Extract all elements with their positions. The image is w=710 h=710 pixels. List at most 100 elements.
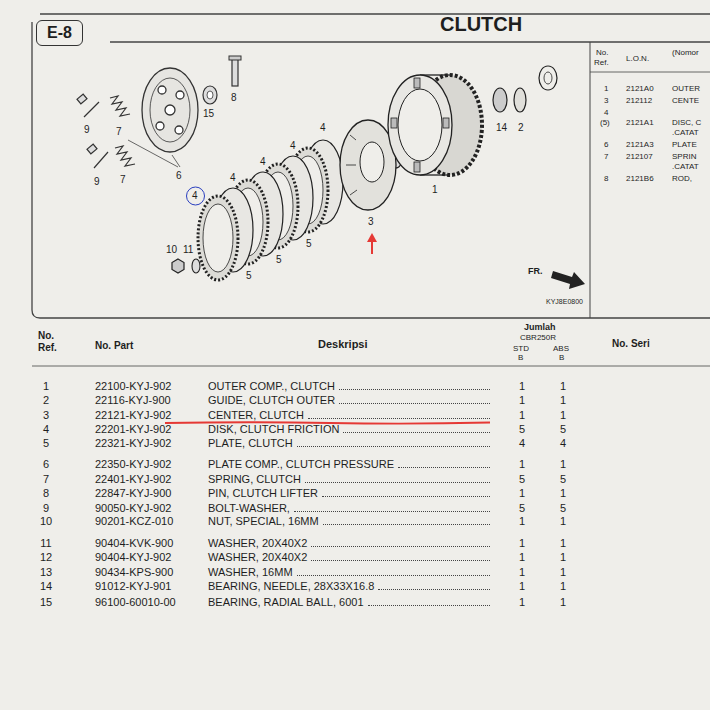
description-cell: WASHER, 20X40X2 (208, 551, 490, 563)
quantity: 5 (553, 423, 573, 435)
quantity: 1 (512, 551, 532, 563)
clutch-plates (198, 140, 343, 280)
part-description: PLATE COMP., CLUTCH PRESSURE (208, 458, 394, 470)
ref-number: 13 (36, 566, 56, 578)
callout-number: 4 (320, 122, 326, 134)
panel-divider (590, 42, 591, 318)
quantity: 1 (553, 394, 573, 406)
part-number: 90434-KPS-900 (95, 566, 173, 578)
panel-cell: 2121A0 (626, 84, 654, 94)
part-number: 22321-KYJ-902 (95, 437, 171, 449)
table-header-line (32, 366, 710, 367)
dot-leader (322, 496, 490, 497)
description-cell: OUTER COMP., CLUTCH (208, 380, 490, 392)
description-cell: BOLT-WASHER, (208, 502, 490, 514)
quantity: 1 (512, 537, 532, 549)
table-header: No. Seri (612, 338, 650, 350)
front-mark: FR. (528, 266, 543, 277)
quantity: 1 (553, 458, 573, 470)
dot-leader (297, 446, 490, 447)
panel-cell: SPRIN (672, 152, 696, 162)
part-number: 22201-KYJ-902 (95, 423, 171, 435)
description-cell: PIN, CLUTCH LIFTER (208, 487, 490, 499)
part-number: 22121-KYJ-902 (95, 409, 171, 421)
callout-number: 8 (231, 92, 237, 104)
ref-number: 12 (36, 551, 56, 563)
part-description: WASHER, 20X40X2 (208, 537, 307, 549)
part-description: WASHER, 16MM (208, 566, 293, 578)
panel-cell: 4 (604, 108, 608, 118)
callout-number: 4 (230, 172, 236, 184)
table-header: Jumlah (524, 322, 556, 333)
panel-cell: (5) (600, 118, 610, 128)
description-cell: SPRING, CLUTCH (208, 473, 490, 485)
guide (514, 88, 526, 112)
panel-header: (Nomor (672, 48, 699, 58)
callout-number: 4 (260, 156, 266, 168)
dot-leader (294, 511, 490, 512)
washer (539, 66, 557, 90)
panel-cell: 2121A3 (626, 140, 654, 150)
part-number: 22350-KYJ-902 (95, 458, 171, 470)
panel-cell: CENTE (672, 96, 699, 106)
ref-number: 4 (36, 423, 56, 435)
dot-leader (311, 546, 490, 547)
part-description: BEARING, RADIAL BALL, 6001 (208, 596, 364, 608)
description-cell: PLATE COMP., CLUTCH PRESSURE (208, 458, 490, 470)
blue-circle-mark (187, 187, 205, 205)
part-description: PIN, CLUTCH LIFTER (208, 487, 318, 499)
part-number: 90201-KCZ-010 (95, 515, 173, 527)
section-badge: E-8 (36, 20, 83, 46)
ref-number: 6 (36, 458, 56, 470)
callout-number: 1 (432, 184, 438, 196)
clutch-outer (388, 75, 482, 175)
ref-number: 3 (36, 409, 56, 421)
dot-leader (378, 589, 490, 590)
dot-leader (323, 524, 490, 525)
dot-leader (398, 467, 490, 468)
description-cell: BEARING, RADIAL BALL, 6001 (208, 596, 490, 608)
panel-header: L.O.N. (626, 54, 649, 64)
red-arrow (371, 240, 373, 254)
pressure-plate (142, 68, 198, 152)
quantity: 5 (512, 473, 532, 485)
description-cell: BEARING, NEEDLE, 28X33X16.8 (208, 580, 490, 592)
panel-cell: 7 (604, 152, 608, 162)
part-description: WASHER, 20X40X2 (208, 551, 307, 563)
table-header: STD (513, 344, 529, 354)
description-cell: NUT, SPECIAL, 16MM (208, 515, 490, 527)
dot-leader (368, 605, 491, 606)
part-description: BOLT-WASHER, (208, 502, 290, 514)
panel-cell: 1 (604, 84, 608, 94)
ref-number: 15 (36, 596, 56, 608)
table-header: CBR250R (520, 333, 556, 343)
part-number: 22100-KYJ-902 (95, 380, 171, 392)
quantity: 1 (512, 380, 532, 392)
ref-number: 8 (36, 487, 56, 499)
callout-number: 9 (94, 176, 100, 188)
quantity: 1 (512, 596, 532, 608)
quantity: 1 (553, 380, 573, 392)
panel-header: Ref. (594, 58, 609, 68)
part-number: 90050-KYJ-902 (95, 502, 171, 514)
bearing (203, 86, 217, 104)
part-description: BEARING, NEEDLE, 28X33X16.8 (208, 580, 374, 592)
table-header: ABS (553, 344, 569, 354)
quantity: 1 (553, 487, 573, 499)
callout-number: 10 (166, 244, 177, 256)
dot-leader (305, 482, 490, 483)
table-header: B (518, 353, 523, 363)
quantity: 1 (553, 566, 573, 578)
part-number: 96100-60010-00 (95, 596, 176, 608)
table-header: Deskripsi (318, 338, 368, 351)
callout-number: 14 (496, 122, 507, 134)
panel-cell: 212112 (626, 96, 652, 106)
dot-leader (343, 432, 490, 433)
panel-header-line (590, 72, 710, 73)
part-description: NUT, SPECIAL, 16MM (208, 515, 319, 527)
part-description: GUIDE, CLUTCH OUTER (208, 394, 335, 406)
ref-number: 14 (36, 580, 56, 592)
callout-number: 15 (203, 108, 214, 120)
lifter-pin (232, 58, 238, 86)
quantity: 4 (553, 437, 573, 449)
